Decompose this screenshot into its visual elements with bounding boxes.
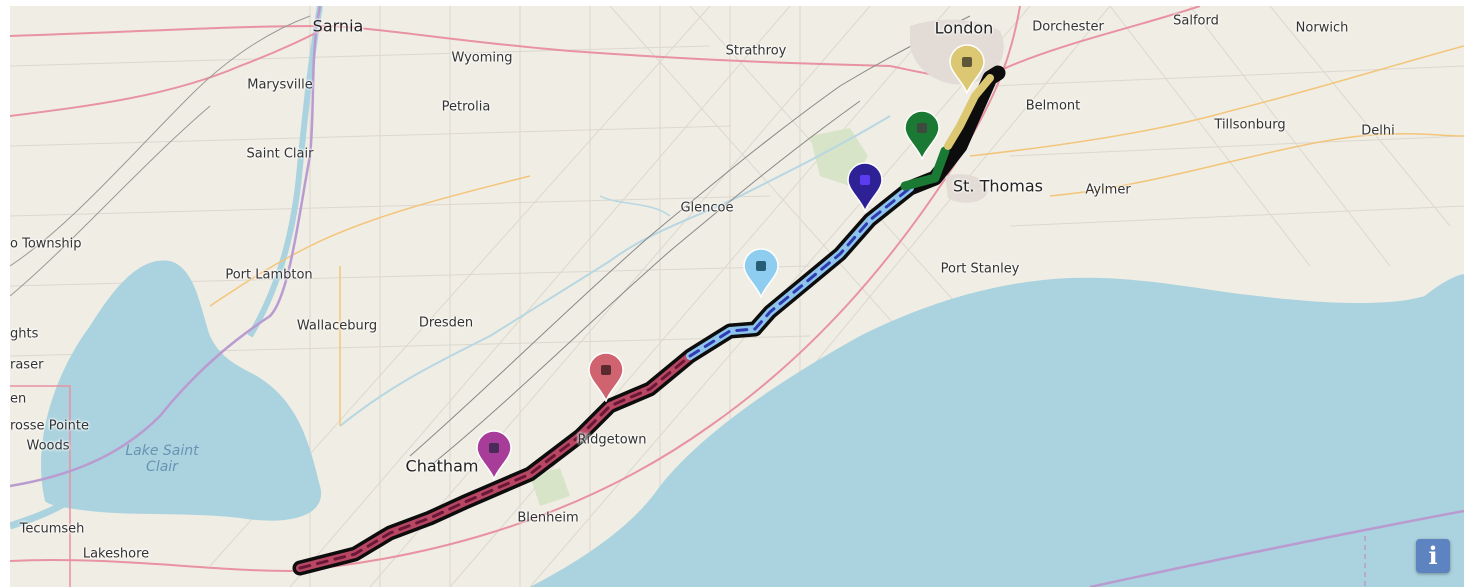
label-fraser: raser [10, 357, 44, 373]
route-segment-london [944, 74, 994, 150]
label-saint-clair: Saint Clair [246, 146, 314, 162]
label-wyoming: Wyoming [451, 50, 513, 66]
label-delhi: Delhi [1361, 123, 1395, 139]
label-london: London [934, 18, 994, 38]
label-woods: Woods [26, 438, 70, 454]
label-warren: en [10, 391, 27, 407]
label-salford: Salford [1173, 13, 1219, 29]
route-line[interactable] [292, 65, 1006, 576]
map-pin-icon [847, 162, 883, 212]
route-segment-st-thomas [900, 146, 950, 191]
label-belmont: Belmont [1025, 98, 1081, 114]
label-tecumseh: Tecumseh [19, 521, 85, 537]
label-heights: ghts [10, 326, 39, 342]
lake-erie-water [530, 277, 1464, 587]
marker-southwold-pin[interactable] [846, 162, 884, 212]
info-button[interactable]: i [1416, 539, 1450, 573]
marker-ridgetown-pin[interactable] [587, 352, 625, 402]
label-norwich: Norwich [1295, 20, 1349, 36]
marker-chatham-pin[interactable] [475, 430, 513, 480]
concession-grid [10, 6, 1464, 587]
label-tillsonburg: Tillsonburg [1214, 117, 1286, 133]
label-glencoe: Glencoe [680, 200, 734, 216]
label-wallaceburg: Wallaceburg [296, 318, 378, 334]
label-marysville: Marysville [247, 77, 313, 93]
map-pin-icon [904, 110, 940, 160]
label-township: o Township [10, 236, 82, 252]
map-pin-icon [588, 352, 624, 402]
label-st-thomas: St. Thomas [952, 176, 1044, 196]
international-border [10, 6, 322, 488]
map-pin-icon [743, 248, 779, 298]
marker-port-glasgow-pin[interactable] [742, 248, 780, 298]
label-lake-saint-clair: Lake Saint Clair [125, 443, 199, 475]
label-petrolia: Petrolia [441, 99, 491, 115]
label-port-stanley: Port Stanley [940, 261, 1020, 277]
label-sarnia: Sarnia [312, 16, 364, 36]
map-pin-icon [476, 430, 512, 480]
label-port-lambton: Port Lambton [225, 267, 313, 283]
label-dresden: Dresden [418, 315, 474, 331]
label-ridgetown: Ridgetown [577, 432, 647, 448]
label-grosse-pointe: rosse Pointe [10, 418, 89, 434]
map-canvas[interactable]: Sarnia Wyoming Strathroy London Dorchest… [10, 6, 1464, 587]
label-blenheim: Blenheim [517, 510, 579, 526]
basemap-layer [10, 6, 1464, 587]
label-dorchester: Dorchester [1032, 19, 1104, 35]
marker-london-pin[interactable] [948, 44, 986, 94]
label-chatham: Chatham [405, 456, 479, 476]
marker-st-thomas-pin[interactable] [903, 110, 941, 160]
map-pin-icon [949, 44, 985, 94]
label-lakeshore: Lakeshore [82, 546, 150, 562]
label-aylmer: Aylmer [1085, 182, 1131, 198]
label-strathroy: Strathroy [725, 43, 787, 59]
